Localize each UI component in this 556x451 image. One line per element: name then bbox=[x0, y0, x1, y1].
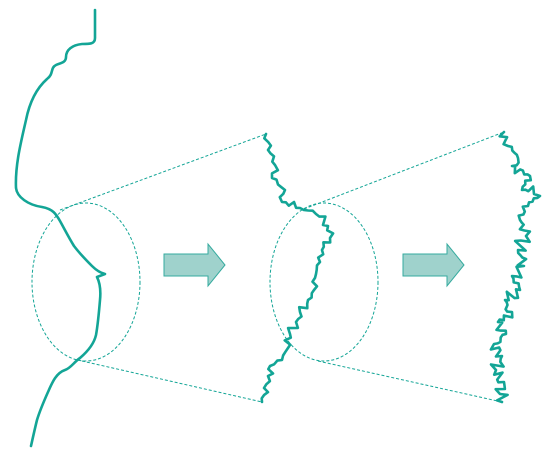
zoom-arrow-2 bbox=[403, 244, 464, 286]
coastline-zoom-2 bbox=[491, 132, 540, 402]
coastline-coarse bbox=[16, 10, 105, 446]
projection-line-bottom-1 bbox=[82, 361, 262, 402]
projection-line-top-2 bbox=[304, 132, 504, 209]
projection-line-top-1 bbox=[60, 134, 266, 210]
zoom-region-1 bbox=[32, 203, 140, 361]
coastline-zoom-1 bbox=[262, 134, 333, 402]
projection-line-bottom-2 bbox=[318, 361, 502, 402]
zoom-region-2 bbox=[270, 203, 378, 361]
zoom-arrow-1 bbox=[164, 244, 225, 286]
